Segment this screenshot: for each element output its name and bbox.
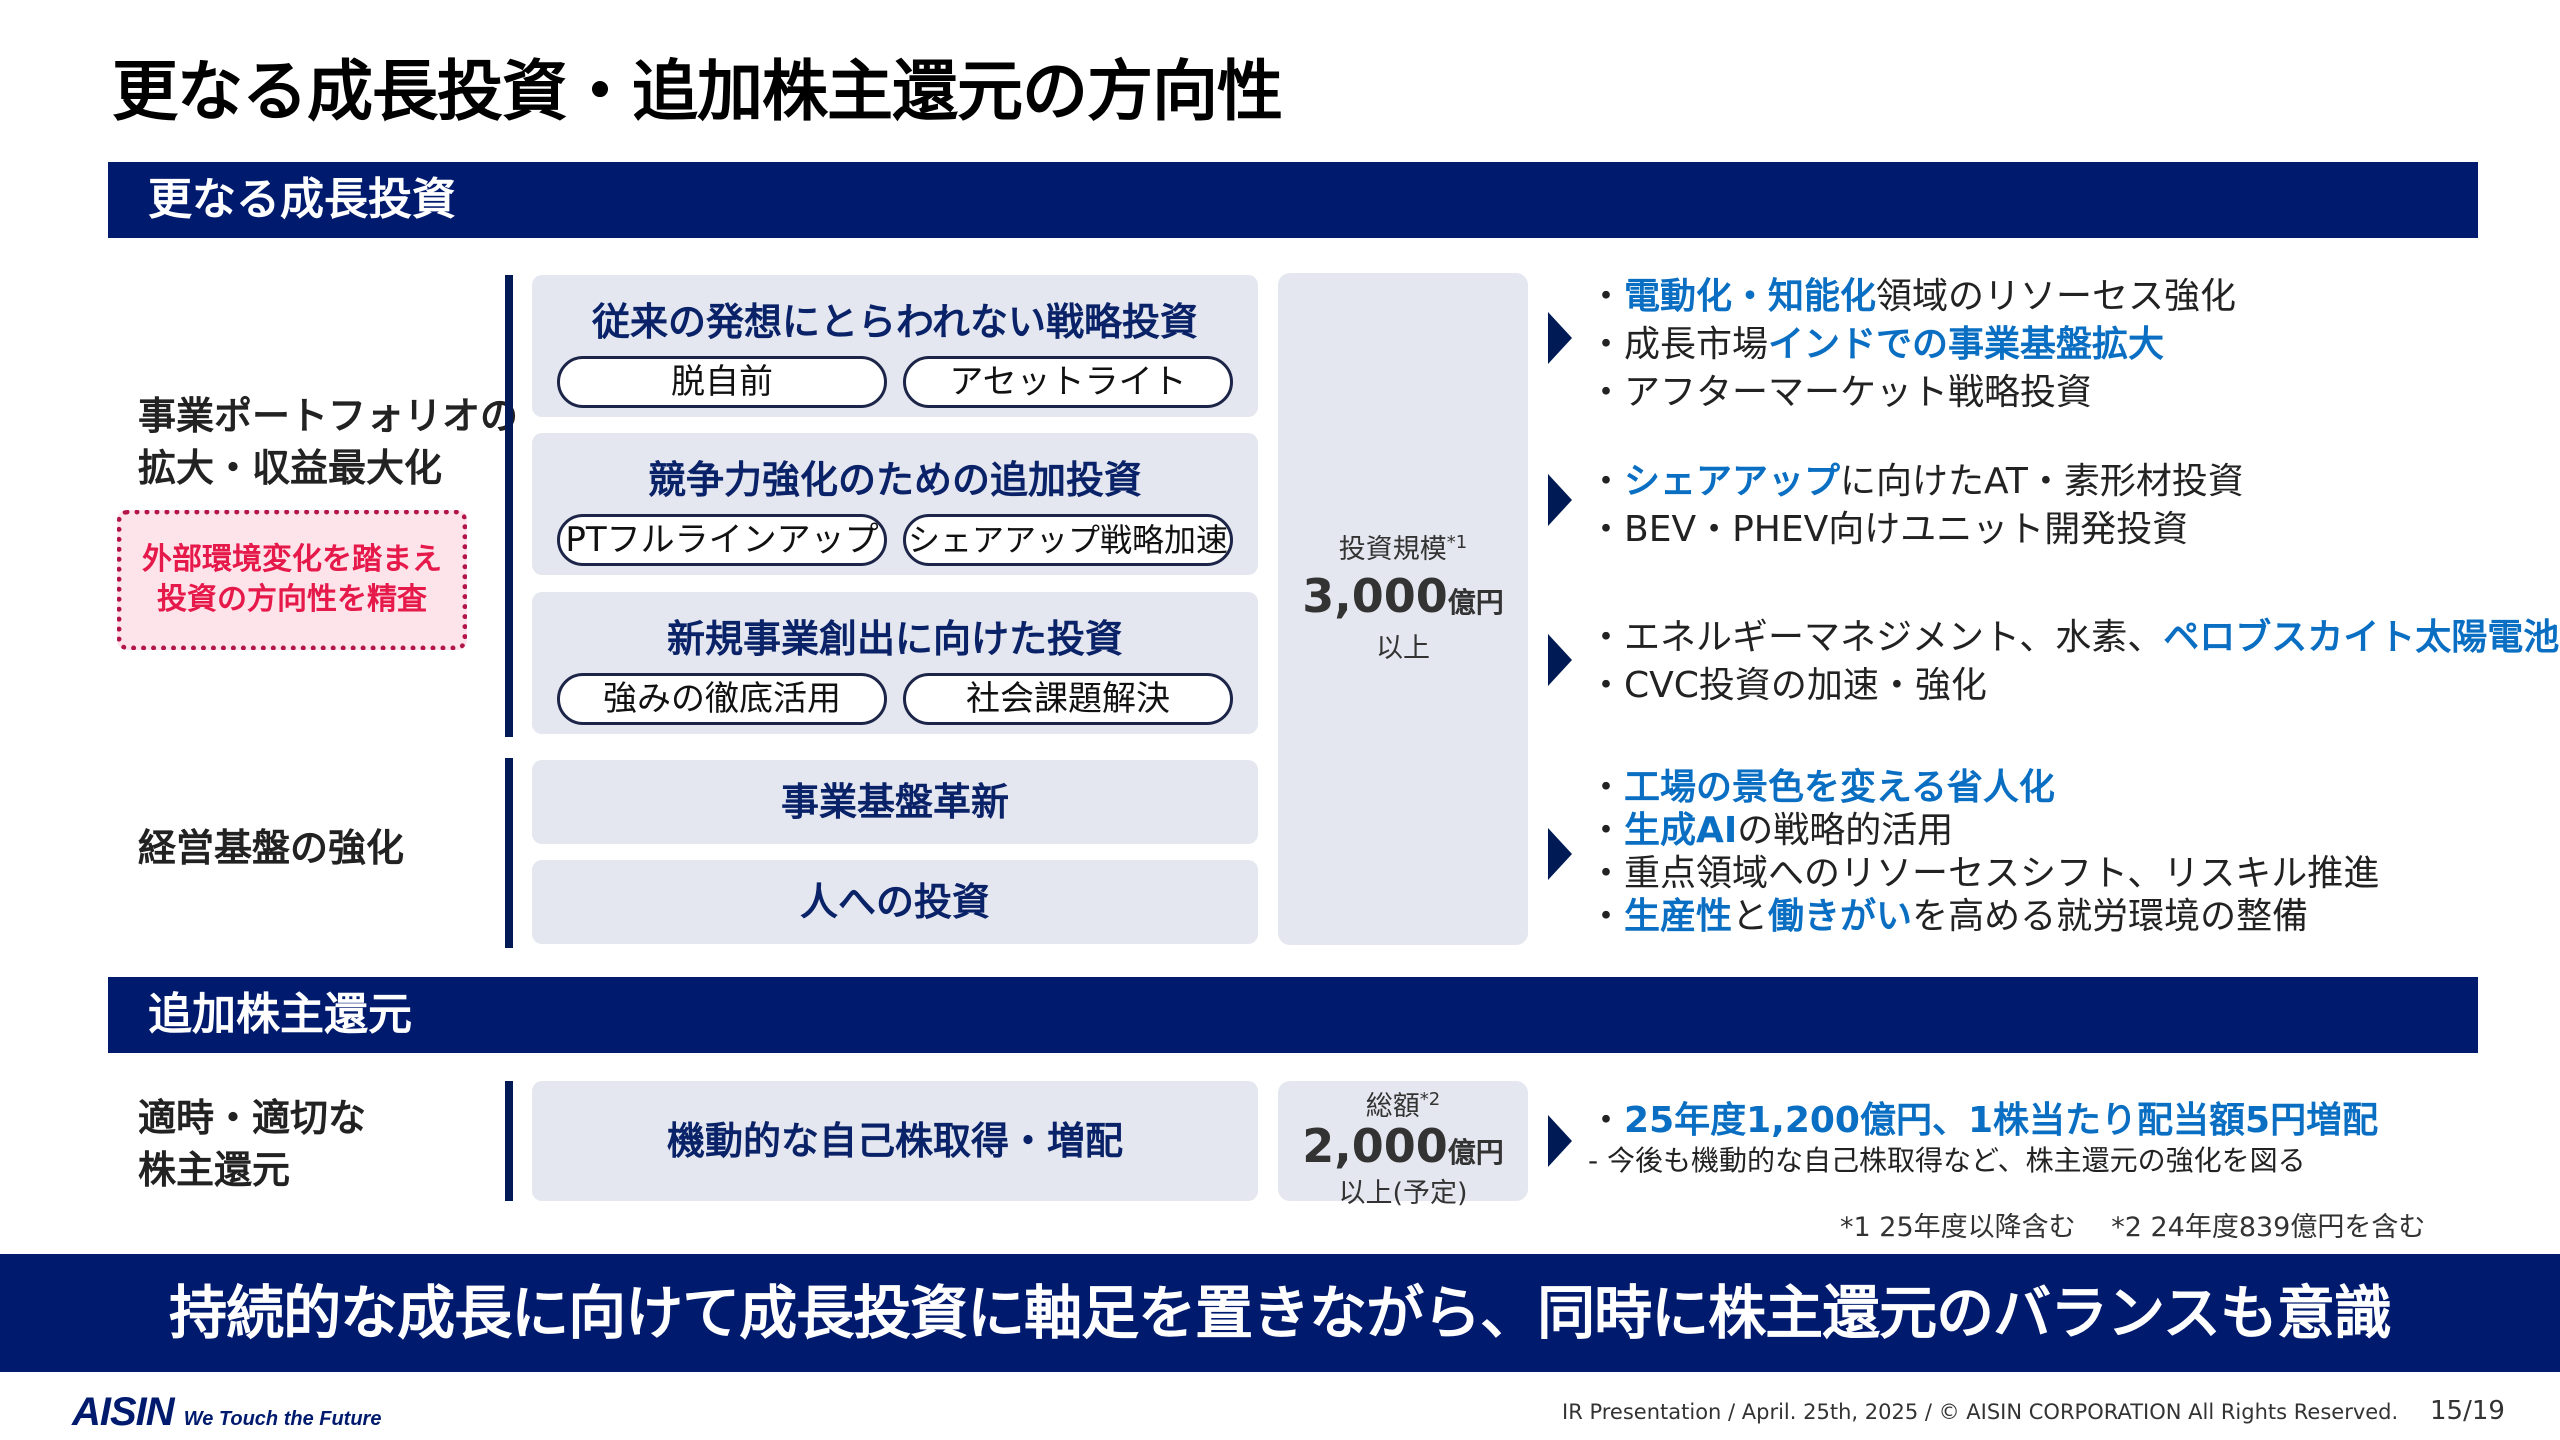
bullet-item: ・CVC投資の加速・強化 xyxy=(1588,665,1987,706)
scale-amount: 3,000億円 xyxy=(1302,569,1504,623)
box-title: 競争力強化のための追加投資 xyxy=(647,458,1142,502)
row-label-line: 事業ポートフォリオの xyxy=(138,394,519,438)
bullet-group-competitiveness: ・シェアアップに向けたAT・素形材投資 ・BEV・PHEV向けユニット開発投資 xyxy=(1588,458,2244,554)
pill-tag: 強みの徹底活用 xyxy=(557,673,887,725)
footnotes: *1 25年度以降含む *2 24年度839億円を含む xyxy=(1840,1212,2426,1243)
box-title: 新規事業創出に向けた投資 xyxy=(666,617,1123,661)
box-title: 従来の発想にとらわれない戦略投資 xyxy=(591,300,1199,344)
row-label-line: 株主還元 xyxy=(138,1148,291,1192)
scale-label: 投資規模*1 xyxy=(1338,532,1468,565)
bullet-group-management-base: ・工場の景色を変える省人化 ・生成AIの戦略的活用 ・重点領域へのリソーセスシフ… xyxy=(1588,766,2379,938)
vertical-divider xyxy=(505,758,513,948)
bullet-item: ・エネルギーマネジメント、水素、ペロブスカイト太陽電池 xyxy=(1588,617,2560,658)
summary-banner: 持続的な成長に向けて成長投資に軸足を置きながら、同時に株主還元のバランスも意識 xyxy=(0,1254,2560,1372)
box-title: 機動的な自己株取得・増配 xyxy=(666,1119,1123,1163)
vertical-divider xyxy=(505,1081,513,1201)
arrow-right-icon xyxy=(1548,474,1572,526)
row-label-line: 適時・適切な xyxy=(138,1096,367,1140)
vertical-divider xyxy=(505,275,513,737)
bullet-item: ・BEV・PHEV向けユニット開発投資 xyxy=(1588,509,2189,550)
total-amount: 2,000億円 xyxy=(1302,1119,1504,1173)
pill-tag: アセットライト xyxy=(903,356,1233,408)
logo-mark: AISIN xyxy=(72,1390,175,1434)
bullet-item: ・電動化・知能化領域のリソーセス強化 xyxy=(1588,276,2237,317)
row-label-management-base: 経営基盤の強化 xyxy=(138,826,405,870)
pill-tag: 社会課題解決 xyxy=(903,673,1233,725)
box-title: 人への投資 xyxy=(799,880,990,924)
bullet-item: ・重点領域へのリソーセスシフト、リスキル推進 xyxy=(1588,853,2380,894)
bullet-item: ・アフターマーケット戦略投資 xyxy=(1588,372,2093,413)
pill-tag: シェアアップ戦略加速 xyxy=(903,514,1233,566)
investment-box-strategic: 従来の発想にとらわれない戦略投資 脱自前 アセットライト xyxy=(532,275,1258,417)
pill-tag: PTフルラインアップ xyxy=(557,514,887,566)
bullet-group-strategic: ・電動化・知能化領域のリソーセス強化 ・成長市場インドでの事業基盤拡大 ・アフタ… xyxy=(1588,273,2236,417)
investment-scale-box: 投資規模*1 3,000億円 以上 xyxy=(1278,273,1528,945)
bullet-item: ・工場の景色を変える省人化 xyxy=(1588,767,2055,808)
investment-box-new-business: 新規事業創出に向けた投資 強みの徹底活用 社会課題解決 xyxy=(532,592,1258,734)
bullet-subitem: - 今後も機動的な自己株取得など、株主還元の強化を図る xyxy=(1588,1144,2306,1177)
bullet-item: ・生成AIの戦略的活用 xyxy=(1588,810,1954,851)
row-label-line: 拡大・収益最大化 xyxy=(138,446,443,490)
bullet-item: ・成長市場インドでの事業基盤拡大 xyxy=(1588,324,2165,365)
total-label: 総額*2 xyxy=(1365,1089,1441,1122)
bullet-group-new-business: ・エネルギーマネジメント、水素、ペロブスカイト太陽電池 ・CVC投資の加速・強化 xyxy=(1588,614,2559,710)
investment-box-people: 人への投資 xyxy=(532,860,1258,944)
note-line: 投資の方向性を精査 xyxy=(157,582,427,617)
row-label-portfolio: 事業ポートフォリオの 拡大・収益最大化 xyxy=(138,390,518,494)
aisin-logo: AISIN We Touch the Future xyxy=(72,1390,381,1435)
arrow-right-icon xyxy=(1548,634,1572,686)
footer-copyright: IR Presentation / April. 25th, 2025 / © … xyxy=(1562,1400,2399,1424)
section-header-shareholder-return: 追加株主還元 xyxy=(108,977,2478,1053)
total-suffix: 以上(予定) xyxy=(1338,1178,1468,1209)
section-header-growth-investment: 更なる成長投資 xyxy=(108,162,2478,238)
box-title: 事業基盤革新 xyxy=(780,780,1009,824)
bullet-group-shareholder: ・25年度1,200億円、1株当たり配当額5円増配 - 今後も機動的な自己株取得… xyxy=(1588,1098,2378,1178)
total-amount-box: 総額*2 2,000億円 以上(予定) xyxy=(1278,1081,1528,1209)
arrow-right-icon xyxy=(1548,828,1572,880)
bullet-item: ・シェアアップに向けたAT・素形材投資 xyxy=(1588,461,2244,502)
scale-suffix: 以上 xyxy=(1376,633,1430,664)
logo-tagline: We Touch the Future xyxy=(183,1408,382,1430)
pill-tag: 脱自前 xyxy=(557,356,887,408)
page-number: 15/19 xyxy=(2430,1396,2505,1426)
arrow-right-icon xyxy=(1548,312,1572,364)
investment-box-competitiveness: 競争力強化のための追加投資 PTフルラインアップ シェアアップ戦略加速 xyxy=(532,433,1258,575)
investment-box-business-base: 事業基盤革新 xyxy=(532,760,1258,844)
buyback-box: 機動的な自己株取得・増配 xyxy=(532,1081,1258,1201)
note-line: 外部環境変化を踏まえ xyxy=(142,542,442,577)
arrow-right-icon xyxy=(1548,1115,1572,1167)
note-box: 外部環境変化を踏まえ 投資の方向性を精査 xyxy=(117,510,467,650)
bullet-item: ・生産性と働きがいを高める就労環境の整備 xyxy=(1588,896,2309,937)
page-title: 更なる成長投資・追加株主還元の方向性 xyxy=(112,53,1283,130)
row-label-shareholder-return: 適時・適切な 株主還元 xyxy=(138,1092,366,1196)
bullet-item: ・25年度1,200億円、1株当たり配当額5円増配 xyxy=(1588,1100,2379,1141)
